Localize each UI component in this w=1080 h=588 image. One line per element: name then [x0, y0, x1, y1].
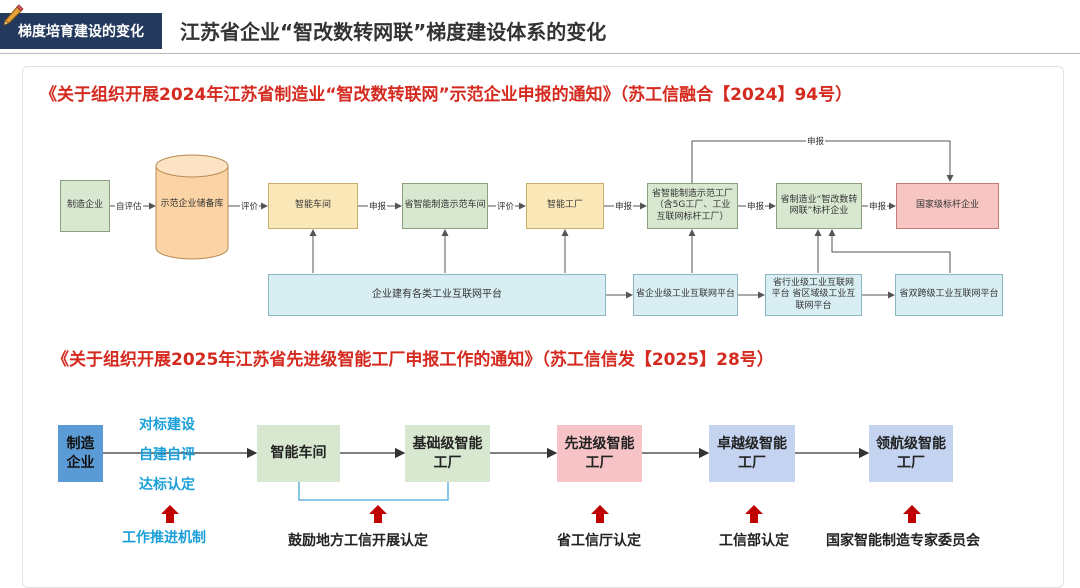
edge-label-self-eval: 自评估	[115, 200, 143, 212]
node-prov-workshop: 省智能制造示范车间	[402, 183, 488, 229]
edge-label-declare-3: 申报	[746, 200, 766, 212]
node-smart-workshop: 智能车间	[268, 183, 358, 229]
label-province: 省工信厅认定	[557, 533, 641, 549]
node2-basic: 基础级智能工厂	[405, 425, 490, 482]
notice-2024: 《关于组织开展2024年江苏省制造业“智改数转联网”示范企业申报的通知》（苏工信…	[40, 85, 853, 105]
content-panel	[22, 66, 1064, 588]
label-ministry: 工信部认定	[719, 533, 789, 549]
edge-label-declare-1: 申报	[368, 200, 388, 212]
database-icon	[155, 154, 229, 260]
step-self-eval: 自建自评	[139, 447, 195, 463]
step-benchmark: 对标建设	[139, 417, 195, 433]
edge-label-declare-4: 申报	[868, 200, 888, 212]
notice-2025: 《关于组织开展2025年江苏省先进级智能工厂申报工作的通知》（苏工信信发【202…	[52, 350, 774, 370]
edge-label-declare-top: 申报	[806, 135, 826, 147]
node-platforms: 企业建有各类工业互联网平台	[268, 274, 606, 316]
node-industry-platform: 省行业级工业互联网平台 省区域级工业互联网平台	[765, 274, 862, 316]
node2-excellent: 卓越级智能工厂	[709, 425, 795, 482]
header-divider	[0, 53, 1080, 54]
node-manufacturer: 制造企业	[60, 180, 110, 232]
edge-label-declare-2: 申报	[614, 200, 634, 212]
up-arrow-icon	[745, 505, 763, 523]
node2-workshop: 智能车间	[257, 425, 340, 482]
node-reserve-db: 示范企业储备库	[160, 199, 224, 210]
node-national: 国家级标杆企业	[896, 183, 999, 229]
edge-label-evaluate-1: 评价	[240, 200, 260, 212]
step-certify: 达标认定	[139, 477, 195, 493]
node2-leading: 领航级智能工厂	[869, 425, 953, 482]
node-smart-factory: 智能工厂	[526, 183, 604, 229]
pencil-icon	[3, 4, 24, 26]
up-arrow-icon	[903, 505, 921, 523]
edge-label-evaluate-2: 评价	[496, 200, 516, 212]
label-national-committee: 国家智能制造专家委员会	[826, 533, 980, 549]
node-prov-factory: 省智能制造示范工厂（含5G工厂、工业互联网标杆工厂）	[647, 183, 738, 229]
label-local: 鼓励地方工信开展认定	[288, 533, 428, 549]
page-title: 江苏省企业“智改数转网联”梯度建设体系的变化	[180, 20, 607, 44]
up-arrow-icon	[161, 505, 179, 523]
label-mechanism: 工作推进机制	[122, 530, 206, 546]
up-arrow-icon	[591, 505, 609, 523]
node2-manufacturer: 制造企业	[58, 425, 103, 482]
node-prov-enterprise: 省制造业“智改数转网联”标杆企业	[776, 183, 862, 229]
up-arrow-icon	[369, 505, 387, 523]
section-tag: 梯度培育建设的变化	[0, 13, 162, 49]
node-cross-platform: 省双跨级工业互联网平台	[895, 274, 1003, 316]
section-tag-label: 梯度培育建设的变化	[18, 24, 144, 40]
node-ent-platform: 省企业级工业互联网平台	[633, 274, 738, 316]
node2-advanced: 先进级智能工厂	[557, 425, 642, 482]
